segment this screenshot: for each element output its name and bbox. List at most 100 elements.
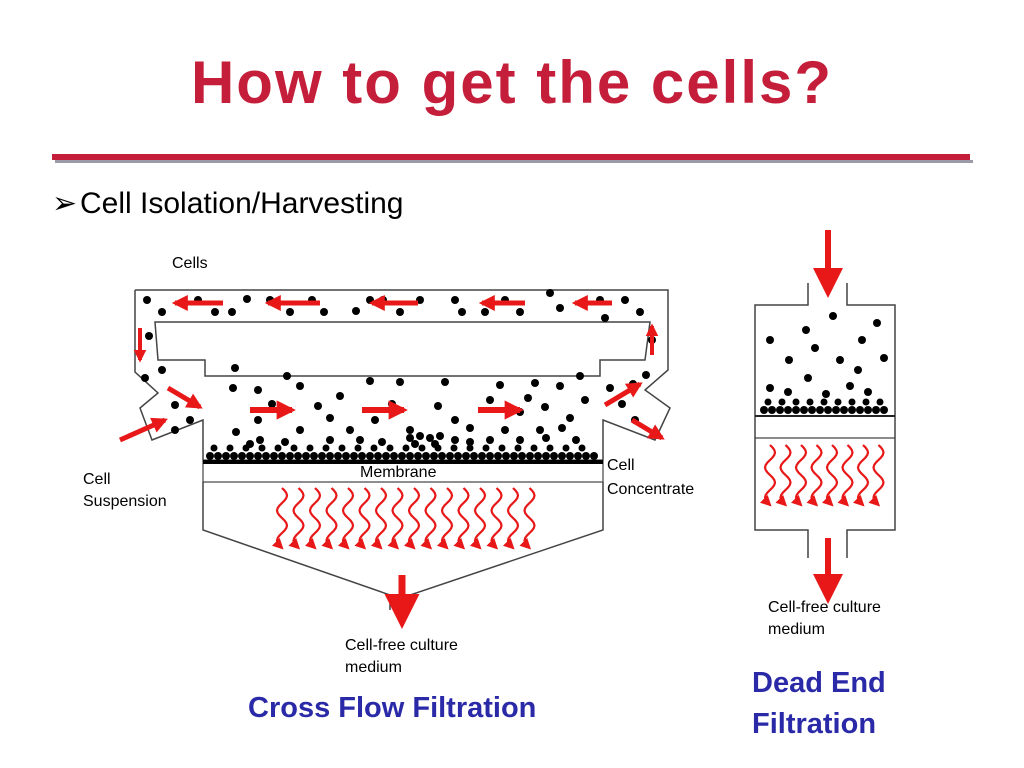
cell-dot xyxy=(422,452,430,460)
filtrate-wave xyxy=(370,487,388,550)
dead-end-filtrate-waves xyxy=(759,444,885,507)
filtrate-wave xyxy=(759,444,777,507)
cell-dot xyxy=(618,400,626,408)
filtrate-wave xyxy=(420,487,437,550)
caption-cross-flow: Cross Flow Filtration xyxy=(248,692,536,724)
flow-arrows xyxy=(118,294,665,629)
cell-dot xyxy=(574,452,582,460)
cell-dot xyxy=(481,308,489,316)
page-title: How to get the cells? xyxy=(190,49,834,116)
cell-dot xyxy=(486,396,494,404)
caption-dead-end-1: Dead End xyxy=(752,667,886,699)
cell-dot xyxy=(840,406,848,414)
filtrate-wave xyxy=(775,444,792,507)
cell-dot xyxy=(510,452,518,460)
filtrate-wave xyxy=(288,487,305,550)
cell-dot xyxy=(143,296,151,304)
cell-dot xyxy=(270,452,278,460)
title-underline xyxy=(52,154,970,160)
cell-dot xyxy=(296,382,304,390)
cell-dot xyxy=(776,406,784,414)
cell-dot xyxy=(458,308,466,316)
cell-dot xyxy=(158,366,166,374)
cell-dot xyxy=(450,444,458,452)
cell-dot xyxy=(872,406,880,414)
cell-dot xyxy=(642,371,650,379)
cell-dot xyxy=(792,398,800,406)
cell-dot xyxy=(862,398,870,406)
cell-dot xyxy=(390,452,398,460)
label-membrane: Membrane xyxy=(360,464,437,481)
cell-dot xyxy=(636,308,644,316)
cell-dot xyxy=(466,438,474,446)
cell-dot xyxy=(486,452,494,460)
cell-dot xyxy=(141,374,149,382)
cell-dot xyxy=(230,452,238,460)
cell-dot xyxy=(314,402,322,410)
cell-dot xyxy=(516,308,524,316)
cell-dot xyxy=(283,372,291,380)
cell-dot xyxy=(226,444,234,452)
cell-dot xyxy=(352,307,360,315)
cell-dot xyxy=(768,406,776,414)
cell-dot xyxy=(382,452,390,460)
cell-dot xyxy=(542,434,550,442)
label-dead-end-output-2: medium xyxy=(768,621,825,638)
flow-arrow xyxy=(630,417,665,441)
cell-dot xyxy=(856,406,864,414)
cross-flow-inner-channel xyxy=(154,321,651,377)
cell-dot xyxy=(320,308,328,316)
cross-flow-module xyxy=(118,289,671,629)
cell-dot xyxy=(498,444,506,452)
cell-dot xyxy=(268,400,276,408)
cell-dot xyxy=(222,452,230,460)
cell-dot xyxy=(274,444,282,452)
cell-dot xyxy=(256,436,264,444)
dead-end-cells-dots xyxy=(760,312,888,414)
cell-dot xyxy=(414,452,422,460)
filtrate-wave xyxy=(321,487,338,550)
cell-dot xyxy=(286,308,294,316)
cell-dot xyxy=(426,434,434,442)
cell-dot xyxy=(518,452,526,460)
cell-dot xyxy=(550,452,558,460)
cell-dot xyxy=(210,444,218,452)
filtrate-wave xyxy=(486,487,503,550)
cell-dot xyxy=(802,326,810,334)
cell-dot xyxy=(804,374,812,382)
cell-dot xyxy=(478,452,486,460)
cell-dot xyxy=(286,452,294,460)
cell-dot xyxy=(158,308,166,316)
dead-end-module xyxy=(754,230,896,604)
cell-dot xyxy=(562,444,570,452)
bullet-item: ➢Cell Isolation/Harvesting xyxy=(52,186,403,221)
cell-dot xyxy=(558,424,566,432)
cell-dot xyxy=(371,416,379,424)
filtrate-wave xyxy=(354,487,371,550)
cell-dot xyxy=(880,406,888,414)
cell-dot xyxy=(566,414,574,422)
cell-dot xyxy=(441,378,449,386)
cell-dot xyxy=(576,372,584,380)
cell-dot xyxy=(334,452,342,460)
cell-dot xyxy=(822,390,830,398)
cell-dot xyxy=(366,377,374,385)
cell-dot xyxy=(358,452,366,460)
cell-dot xyxy=(806,398,814,406)
cell-dot xyxy=(836,356,844,364)
cell-dot xyxy=(848,398,856,406)
cell-dot xyxy=(430,452,438,460)
filtrate-wave xyxy=(469,487,487,550)
label-dead-end-output-1: Cell-free culture xyxy=(768,599,881,616)
cell-dot xyxy=(824,406,832,414)
filtrate-wave xyxy=(806,444,823,507)
cell-dot xyxy=(792,406,800,414)
cell-dot xyxy=(406,434,414,442)
filtrate-wave xyxy=(271,487,289,550)
label-cell-concentrate-1: Cell xyxy=(607,457,635,474)
cell-dot xyxy=(228,308,236,316)
cell-dot xyxy=(601,314,609,322)
filtrate-wave xyxy=(837,444,854,507)
cell-dot xyxy=(214,452,222,460)
